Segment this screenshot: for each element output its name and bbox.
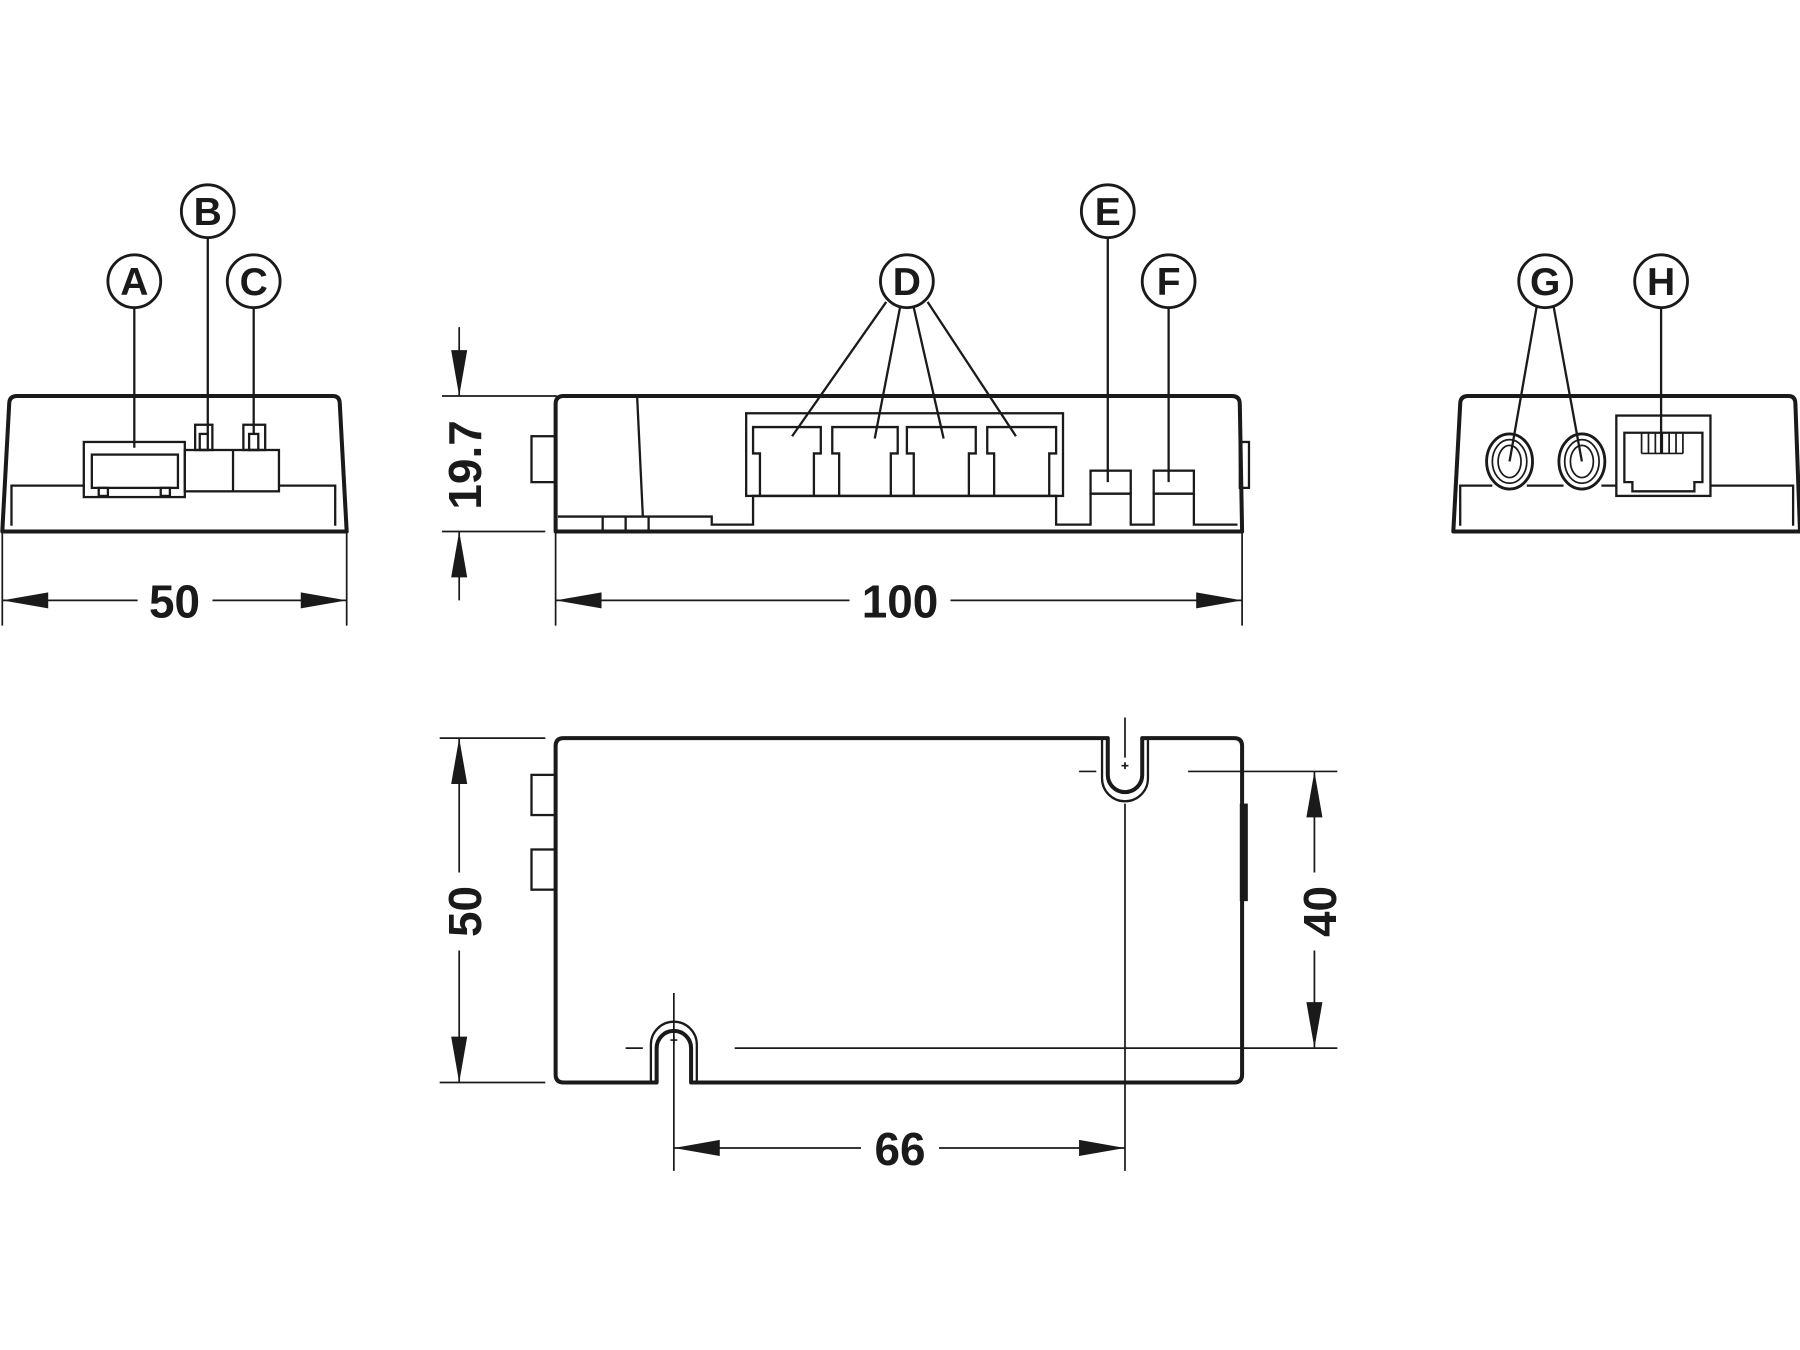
- callout-f: F: [1140, 253, 1197, 310]
- svg-text:B: B: [194, 191, 222, 234]
- rj-ports-d: [751, 425, 1058, 496]
- callout-b: B: [179, 183, 236, 240]
- svg-text:F: F: [1157, 261, 1181, 304]
- callout-h: H: [1633, 253, 1689, 310]
- svg-text:A: A: [120, 261, 148, 304]
- svg-text:H: H: [1647, 261, 1675, 304]
- dim-depth: 50: [439, 737, 546, 1084]
- left-end-view: [0, 237, 349, 534]
- callout-e: E: [1079, 183, 1136, 240]
- dim-depth-label: 50: [439, 886, 491, 937]
- dim-hole-spacing-y: 40: [625, 770, 1346, 1049]
- connector-a: [82, 440, 186, 499]
- dim-hole-spacing-x: 66: [672, 717, 1126, 1175]
- dim-height-label: 19.7: [439, 420, 491, 509]
- front-view: [530, 237, 1251, 534]
- svg-text:G: G: [1530, 261, 1560, 304]
- rj-port-h: [1615, 414, 1712, 498]
- callout-a: A: [106, 253, 163, 310]
- dim-length-label: 100: [862, 576, 939, 628]
- callout-g: G: [1517, 253, 1573, 310]
- connectors-b-c: [183, 423, 281, 493]
- dim-height: 19.7: [439, 327, 557, 601]
- dim-hole-spacing-y-label: 40: [1294, 886, 1346, 937]
- svg-text:C: C: [240, 261, 268, 304]
- svg-text:D: D: [893, 261, 921, 304]
- callout-c: C: [225, 253, 282, 310]
- callout-d: D: [879, 253, 935, 310]
- svg-text:E: E: [1095, 191, 1121, 234]
- top-view: [530, 736, 1248, 1085]
- dim-length: 100: [554, 522, 1243, 628]
- dim-end-width: 50: [1, 522, 348, 628]
- dim-hole-spacing-x-label: 66: [874, 1123, 925, 1175]
- dim-end-width-label: 50: [149, 576, 200, 628]
- right-end-view: [1451, 304, 1800, 534]
